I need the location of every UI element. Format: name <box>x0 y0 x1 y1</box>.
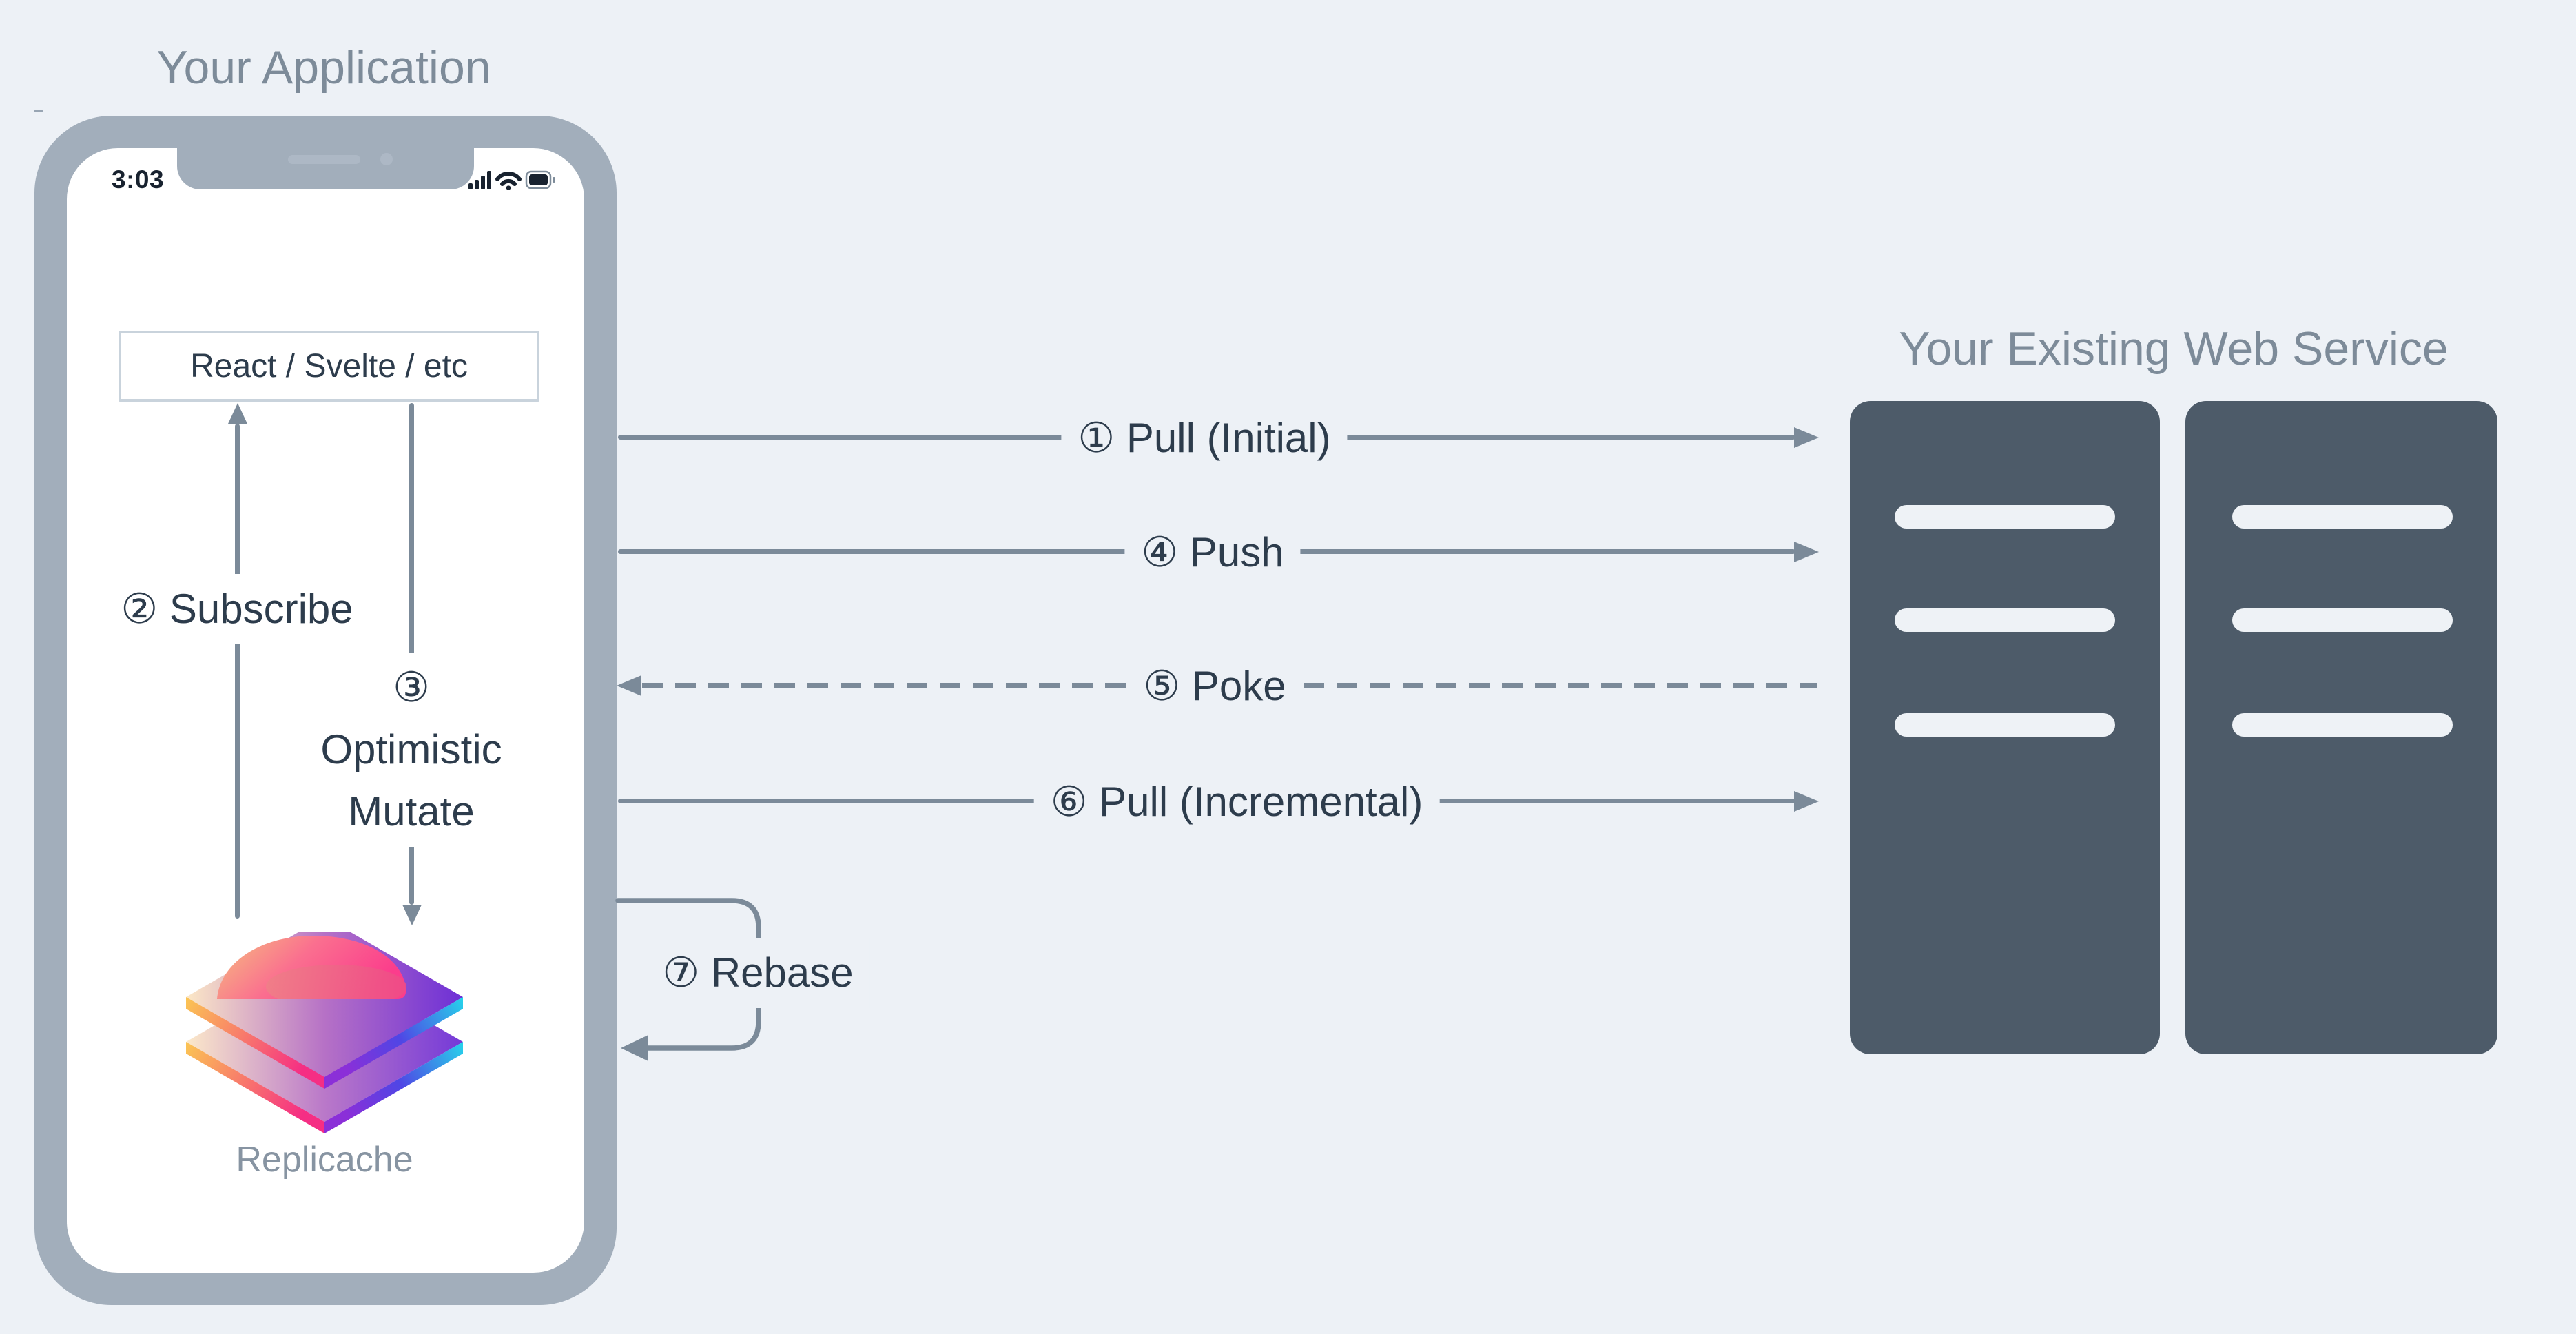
pull-incremental-arrowhead-icon <box>1794 791 1819 812</box>
rack-slot <box>2232 608 2453 632</box>
signal-icon <box>468 171 491 189</box>
wifi-icon <box>495 172 522 190</box>
rebase-label: ⑦ Rebase <box>646 938 870 1008</box>
replicache-logo <box>186 932 463 1133</box>
subscribe-arrowhead-icon <box>228 403 247 424</box>
subscribe-label: ② Subscribe <box>104 574 370 644</box>
web-service-title: Your Existing Web Service <box>1899 322 2449 375</box>
pull-incremental-label: ⑥ Pull (Incremental) <box>1033 767 1440 837</box>
camera-dot <box>380 153 393 165</box>
logo-teardrop <box>217 936 406 999</box>
rebase-arrowhead-icon <box>621 1035 648 1061</box>
phone-notch <box>177 148 474 189</box>
mutate-arrowhead-icon <box>402 905 422 925</box>
application-title: Your Application <box>156 41 491 94</box>
server-rack-right <box>2185 401 2497 1054</box>
pull-initial-label: ① Pull (Initial) <box>1061 403 1348 473</box>
rack-slot <box>2232 713 2453 737</box>
optimistic-mutate-label: ③ Optimistic Mutate <box>304 653 519 847</box>
server-rack-left <box>1850 401 2160 1054</box>
poke-label: ⑤ Poke <box>1126 651 1303 721</box>
status-icons <box>468 170 555 190</box>
framework-box: React / Svelte / etc <box>119 331 539 402</box>
pull-initial-arrowhead-icon <box>1794 427 1819 448</box>
logo-caption: Replicache <box>236 1140 413 1180</box>
poke-arrowhead-icon <box>617 675 641 696</box>
rack-slot <box>1895 713 2115 737</box>
speaker-slot <box>288 155 360 164</box>
rack-slot <box>1895 608 2115 632</box>
rack-slot <box>2232 505 2453 529</box>
status-time: 3:03 <box>112 165 165 194</box>
battery-icon <box>525 170 555 189</box>
rack-slot <box>1895 505 2115 529</box>
phone-frame: 3:03 React / Svelte / etc <box>34 116 617 1305</box>
push-arrowhead-icon <box>1794 542 1819 562</box>
push-label: ④ Push <box>1124 517 1301 588</box>
stray-dash <box>34 110 43 112</box>
framework-box-label: React / Svelte / etc <box>190 348 468 384</box>
subscribe-arrow-line <box>235 424 240 919</box>
